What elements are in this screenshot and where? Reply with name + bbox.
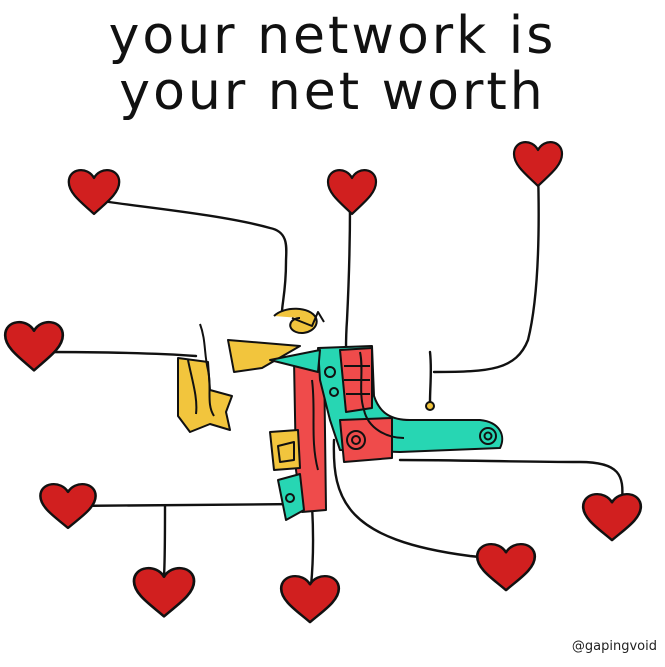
title-line-1: your network is	[108, 6, 557, 66]
connection-lines	[38, 168, 624, 588]
heart-icon	[39, 482, 97, 530]
connection-line	[428, 350, 433, 404]
yellow-block-low	[269, 429, 301, 471]
connection-line	[38, 350, 198, 358]
heart-icon	[279, 574, 341, 624]
connection-line	[432, 168, 540, 374]
title-line-2: your net worth	[119, 62, 546, 122]
tangle-cluster	[177, 307, 504, 521]
yellow-swirl	[273, 307, 318, 334]
connection-line	[162, 504, 167, 578]
connection-line	[344, 203, 352, 352]
heart-icon	[67, 168, 121, 216]
heart-icon	[512, 141, 564, 188]
connection-line	[94, 198, 288, 314]
artist-credit: @gapingvoid	[571, 639, 657, 654]
heart-icon	[475, 542, 537, 592]
heart-icon	[326, 169, 378, 216]
yellow-block-top	[227, 339, 301, 373]
yellow-block-left	[177, 357, 233, 433]
heart-icon	[132, 566, 196, 618]
heart-icon	[581, 492, 643, 542]
heart-icon	[3, 320, 65, 372]
connection-line	[309, 503, 315, 588]
connection-line	[66, 502, 302, 508]
connection-line	[398, 458, 624, 502]
